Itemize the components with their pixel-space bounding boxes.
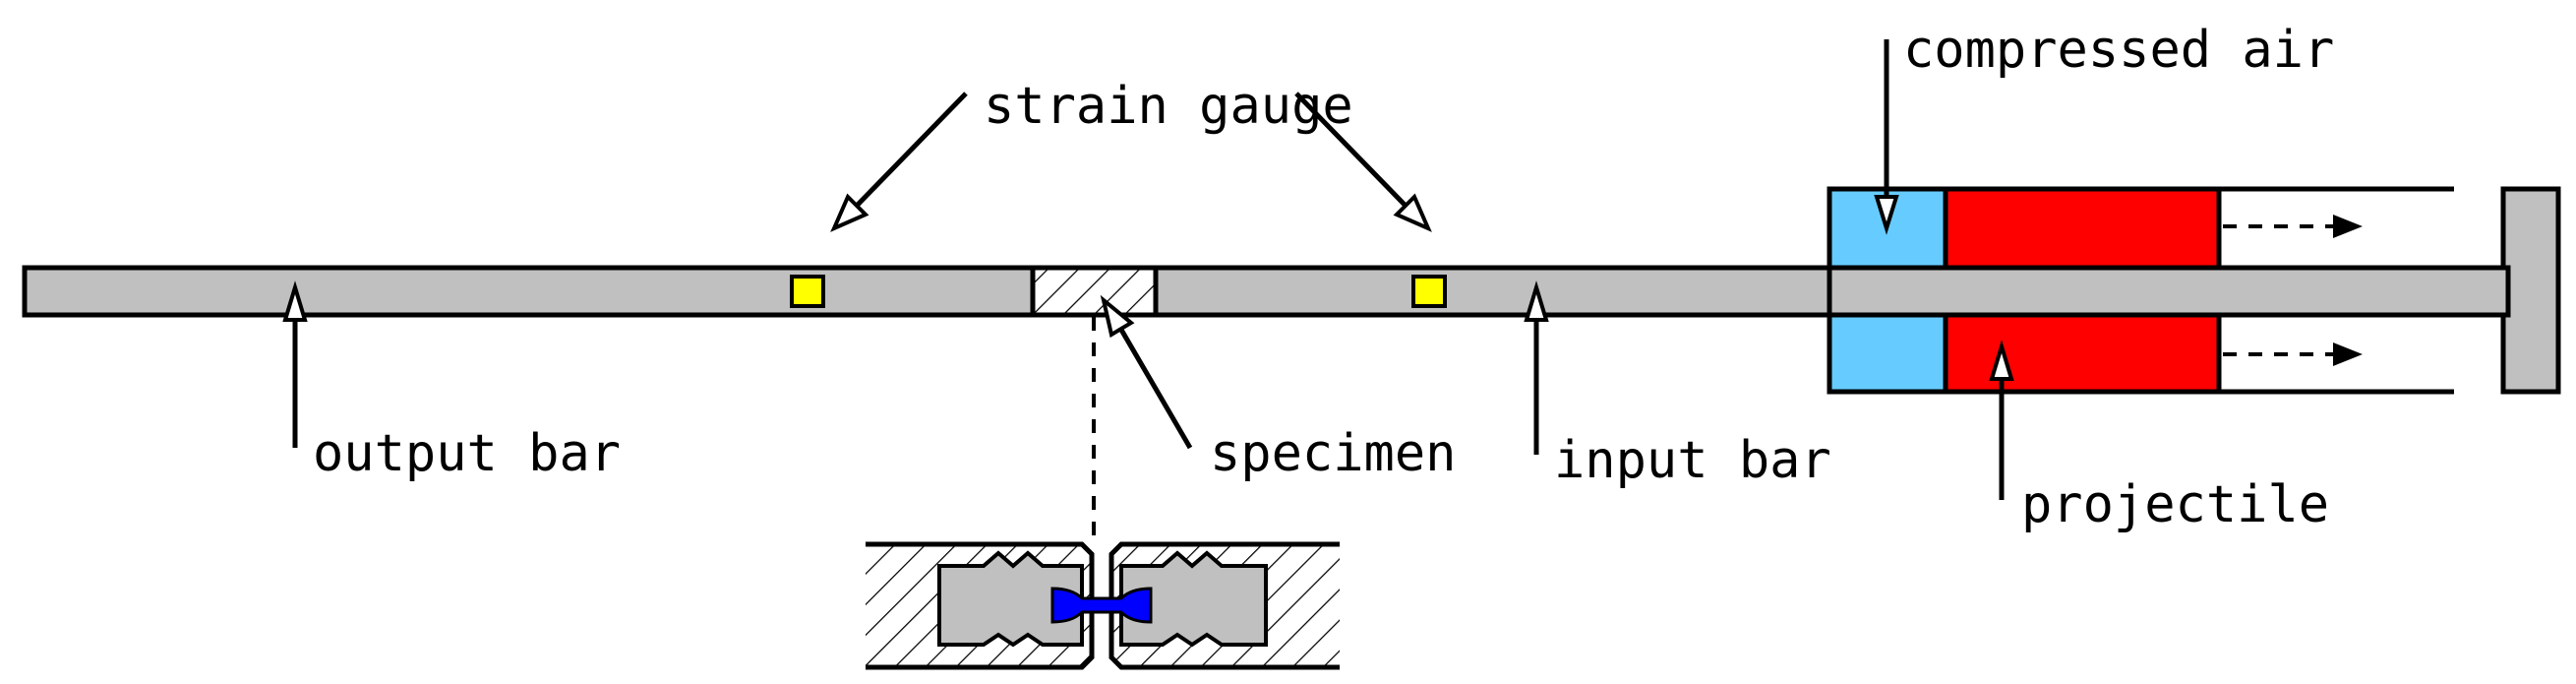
strain-gauge-input [1411, 275, 1447, 308]
label-input-bar: input bar [1554, 431, 1831, 490]
label-projectile: projectile [2021, 475, 2329, 534]
projectile-bottom [1943, 312, 2222, 395]
arrow-compressed-air [1874, 39, 1899, 235]
label-specimen: specimen [1210, 424, 1456, 483]
label-output-bar: output bar [313, 424, 621, 483]
arrow-projectile [1989, 340, 2014, 500]
specimen-detail [866, 541, 1340, 670]
output-bar [22, 265, 1036, 318]
strain-gauge-output [790, 275, 825, 308]
input-bar-through-chamber [1827, 265, 2511, 318]
projectile-top [1943, 186, 2222, 271]
arrow-input-bar [1524, 280, 1549, 455]
label-compressed-air: compressed air [1903, 21, 2334, 80]
arrow-output-bar [282, 280, 308, 448]
arrow-specimen [1100, 294, 1193, 450]
bar-flange [2500, 186, 2561, 395]
motion-arrow-top [2223, 215, 2363, 238]
motion-arrow-bottom [2223, 342, 2363, 366]
arrow-strain-gauge-right [1294, 92, 1432, 232]
label-strain-gauge: strain gauge [984, 77, 1353, 136]
compressed-air-chamber-bottom [1827, 312, 1948, 395]
arrow-strain-gauge-left [830, 92, 968, 232]
specimen-hatch [1030, 265, 1159, 318]
